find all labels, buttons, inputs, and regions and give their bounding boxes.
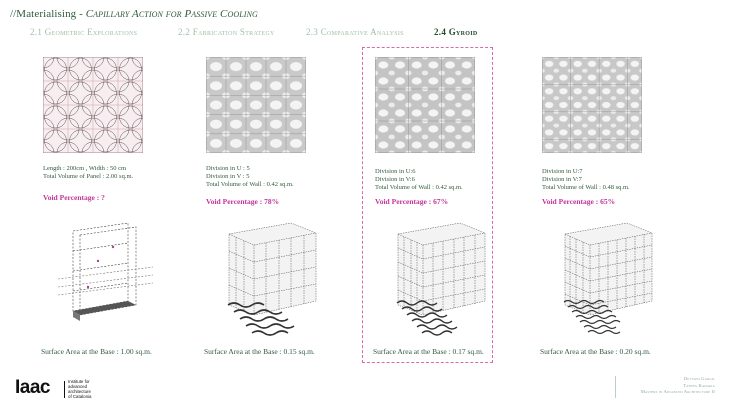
logo-line: advanced [68, 383, 88, 389]
surface-area: Surface Area at the Base : 0.15 sq.m. [204, 347, 315, 356]
circle-pattern-drawing [43, 57, 143, 153]
spec-line: Total Volume of Panel : 2.00 sq.m. [43, 173, 134, 180]
page-title: //Materialising - Capillary Action for P… [10, 8, 258, 20]
logo-line: architecture [68, 388, 91, 394]
void-percentage: Void Percentage : 65% [542, 197, 616, 206]
spec-line: Division in U:7 [542, 168, 583, 175]
selected-option-frame [362, 47, 493, 363]
spec-line: Total Volume of Wall : 0.42 sq.m. [375, 184, 463, 191]
logo-line: Institute for [68, 379, 90, 384]
panel-axonometric-drawing [58, 222, 154, 321]
credit-line: Devyani Gadgil [683, 376, 715, 381]
tab-fabrication-strategy[interactable]: 2.2 Fabrication Strategy [178, 27, 275, 37]
wave-strips-drawing [227, 302, 295, 336]
panel-specs: Division in U:7 Division in V:7 Total Vo… [542, 168, 630, 192]
title-subtitle: Capillary Action for Passive Cooling [85, 8, 258, 20]
tab-geometric-explorations[interactable]: 2.1 Geometric Explorations [30, 27, 138, 37]
iaac-logo: Iaac Institute for advanced architecture… [15, 378, 115, 400]
void-percentage: Void Percentage : ? [43, 193, 105, 202]
credit-line: Tathya Kadakia [683, 382, 715, 388]
surface-area: Surface Area at the Base : 0.17 sq.m. [373, 347, 484, 356]
gyroid-elevation-drawing [206, 57, 306, 153]
panel-specs: Division in U : 5 Division in V : 5 Tota… [206, 165, 294, 189]
panel-specs: Division in U:6 Division in V:6 Total Vo… [375, 168, 463, 192]
surface-area: Surface Area at the Base : 0.20 sq.m. [540, 347, 651, 356]
spec-line: Division in U:6 [375, 168, 416, 175]
panel-specs: Length : 200cm , Width : 50 cm Total Vol… [43, 165, 133, 181]
spec-line: Total Volume of Wall : 0.42 sq.m. [206, 181, 294, 188]
credits: Devyani Gadgil Tathya Kadakia Masters in… [641, 376, 715, 396]
gyroid-wall-axonometric [564, 222, 653, 316]
spec-line: Division in V : 5 [206, 173, 250, 180]
spec-line: Total Volume of Wall : 0.48 sq.m. [542, 184, 630, 191]
spec-line: Division in V:7 [542, 176, 582, 183]
spec-line: Division in U : 5 [206, 165, 250, 172]
credits-divider [615, 376, 616, 398]
spec-line: Division in V:6 [375, 176, 415, 183]
wave-strips-drawing [563, 299, 621, 335]
surface-area: Surface Area at the Base : 1.00 sq.m. [41, 347, 152, 356]
gyroid-elevation-drawing [375, 57, 475, 153]
logo-text: Institute for advanced architecture of C… [68, 379, 92, 400]
wave-strips-drawing [396, 300, 458, 336]
gyroid-elevation-drawing [542, 57, 642, 153]
logo-line: of Catalonia [68, 393, 92, 399]
logo-mark: Iaac [15, 377, 50, 398]
title-prefix: //Materialising - [10, 8, 86, 20]
void-percentage: Void Percentage : 67% [375, 197, 449, 206]
credit-line: Masters in Advanced Architecture II [640, 389, 715, 395]
gyroid-wall-axonometric [397, 222, 486, 316]
tab-comparative-analysis[interactable]: 2.3 Comparative Analysis [306, 27, 404, 37]
void-percentage: Void Percentage : 78% [206, 197, 280, 206]
tab-gyroid[interactable]: 2.4 Gyroid [434, 27, 478, 37]
spec-line: Length : 200cm , Width : 50 cm [43, 165, 127, 172]
logo-divider [64, 381, 65, 398]
